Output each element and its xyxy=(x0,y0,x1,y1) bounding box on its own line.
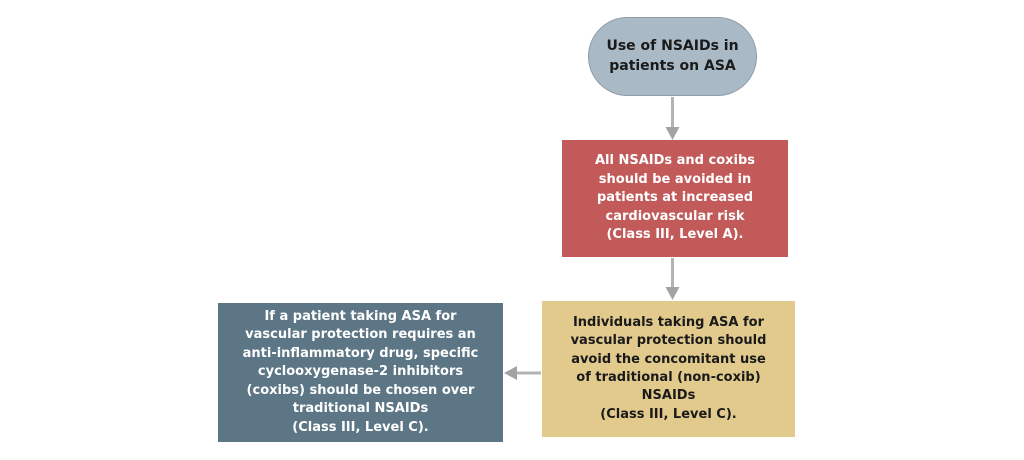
connector-start-to-avoid-all xyxy=(665,97,680,140)
node-start-terminator: Use of NSAIDs in patients on ASA xyxy=(588,17,757,96)
node-choose-coxibs: If a patient taking ASA for vascular pro… xyxy=(218,303,503,442)
connector-avoid-concomitant-to-choose-coxibs xyxy=(504,366,541,380)
node-avoid-concomitant-nsaids-label: Individuals taking ASA for vascular prot… xyxy=(570,314,767,422)
arrowhead-down-icon xyxy=(665,287,680,300)
node-avoid-concomitant-nsaids: Individuals taking ASA for vascular prot… xyxy=(542,301,795,437)
node-start-label: Use of NSAIDs in patients on ASA xyxy=(606,38,739,74)
node-avoid-all-nsaids: All NSAIDs and coxibs should be avoided … xyxy=(562,140,788,257)
arrowhead-down-icon xyxy=(665,127,680,140)
node-choose-coxibs-label: If a patient taking ASA for vascular pro… xyxy=(242,308,479,435)
node-avoid-all-nsaids-label: All NSAIDs and coxibs should be avoided … xyxy=(594,153,756,243)
connector-avoid-all-to-avoid-concomitant xyxy=(665,258,680,300)
arrowhead-left-icon xyxy=(504,366,517,380)
